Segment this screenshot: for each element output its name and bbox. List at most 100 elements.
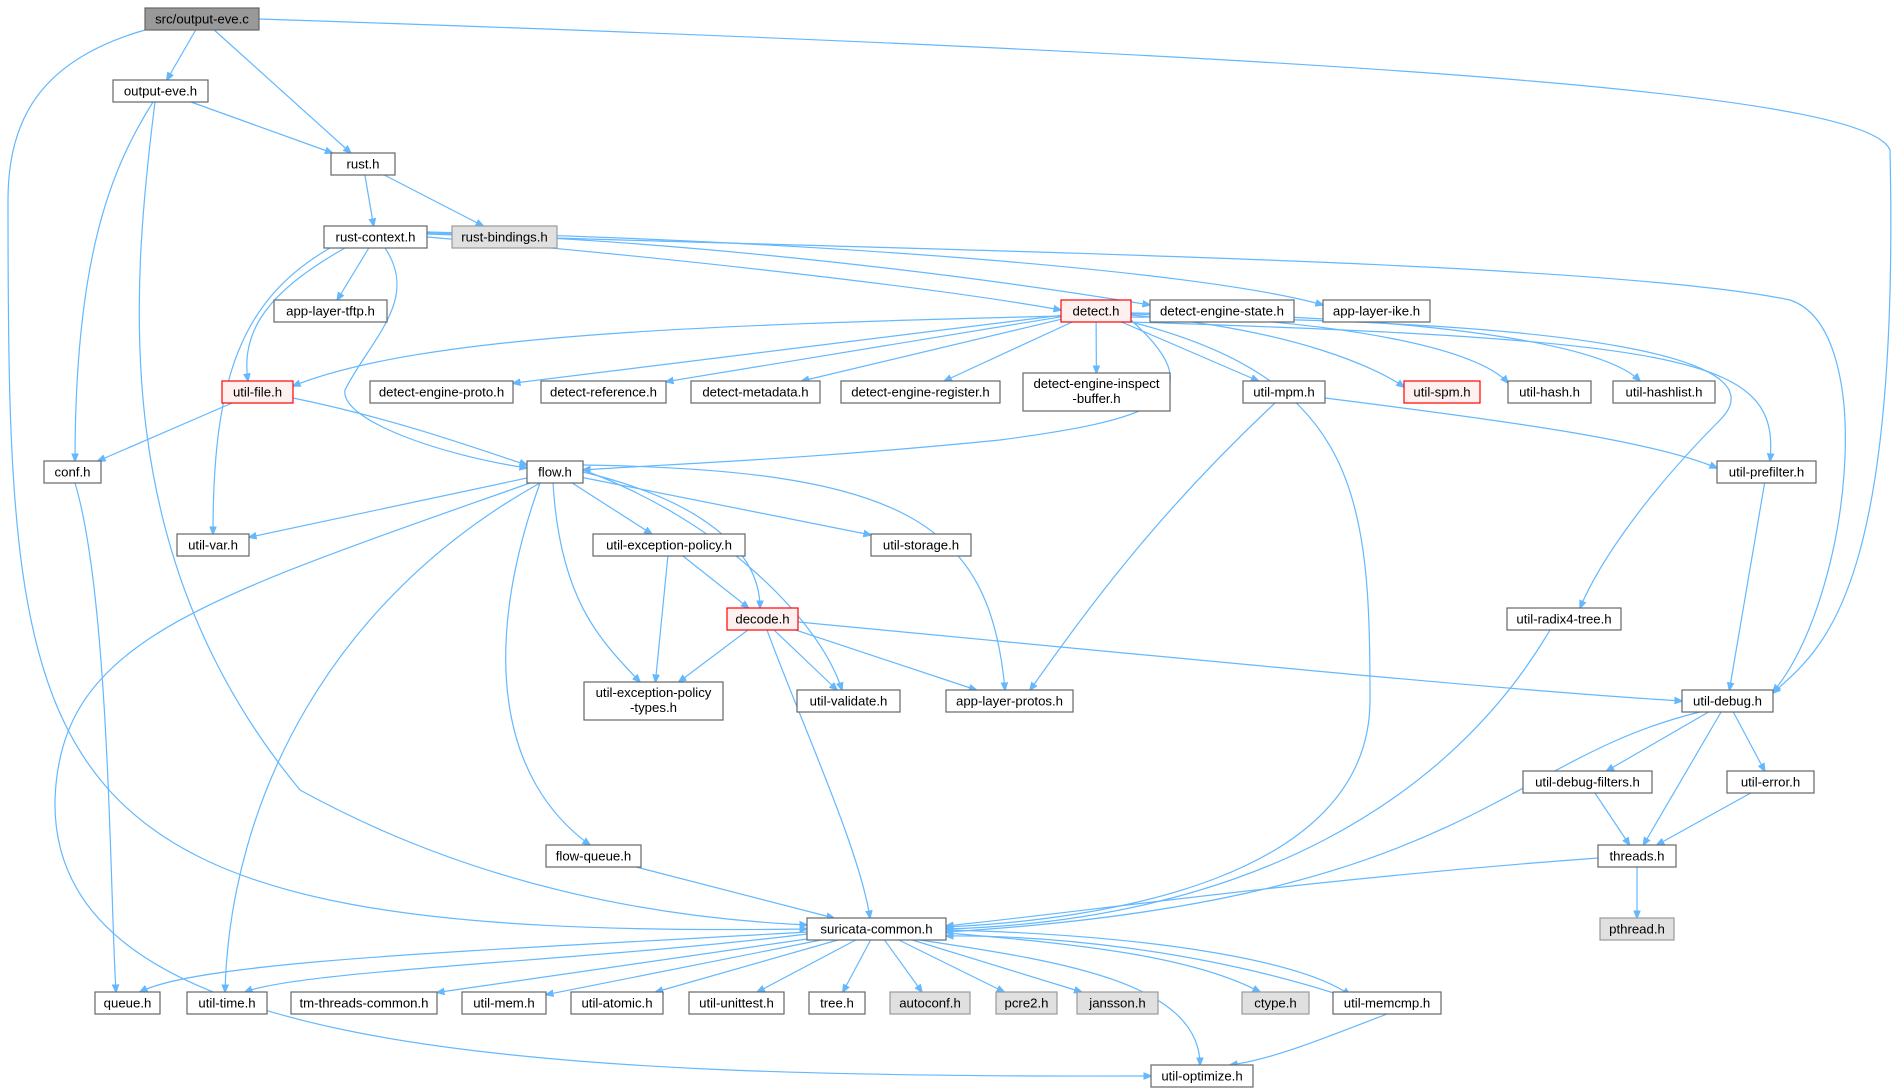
node-box xyxy=(273,299,388,323)
node-label: threads.h xyxy=(1610,849,1665,864)
edge-util_exc-to-util_exc_types xyxy=(655,555,669,682)
node-box xyxy=(1599,917,1675,941)
node-box xyxy=(688,991,785,1015)
edge-detect-to-det_reg xyxy=(944,321,1073,381)
edge-flow-to-util_exc_types xyxy=(552,482,640,682)
node-util-mem[interactable]: util-mem.h xyxy=(461,991,547,1015)
edge-flow-to-util_validate xyxy=(582,469,842,690)
node-label: pthread.h xyxy=(1609,922,1665,937)
node-util-exc-types[interactable]: util-exception-policy-types.h xyxy=(583,681,724,721)
edge-root-to-util_debug xyxy=(258,18,1892,693)
edge-rust_context-to-util_file xyxy=(247,247,346,381)
node-util-hash[interactable]: util-hash.h xyxy=(1507,380,1592,404)
node-detect[interactable]: detect.h xyxy=(1060,299,1132,323)
node-box xyxy=(1150,1064,1254,1088)
edge-suricata_common-to-util_optimize xyxy=(919,939,1200,1065)
node-box xyxy=(545,844,642,868)
node-root[interactable]: src/output-eve.c xyxy=(144,7,260,31)
node-conf[interactable]: conf.h xyxy=(43,460,102,484)
node-app-ike[interactable]: app-layer-ike.h xyxy=(1322,299,1431,323)
node-output-eve[interactable]: output-eve.h xyxy=(112,79,209,103)
node-rust-bindings[interactable]: rust-bindings.h xyxy=(451,225,558,249)
node-rust[interactable]: rust.h xyxy=(330,152,396,176)
node-label: detect-reference.h xyxy=(550,385,657,400)
node-box xyxy=(144,7,260,31)
node-util-file[interactable]: util-file.h xyxy=(221,380,294,404)
node-box xyxy=(726,607,799,631)
nodes-layer: src/output-eve.c output-eve.h rust.h rust-b… xyxy=(43,7,1817,1088)
node-box xyxy=(1716,460,1817,484)
edge-suricata_common-to-util_atomic xyxy=(656,939,839,992)
node-util-error[interactable]: util-error.h xyxy=(1726,770,1815,794)
node-label: util-debug-filters.h xyxy=(1535,775,1640,790)
node-box xyxy=(186,991,268,1015)
node-label: autoconf.h xyxy=(899,996,961,1011)
node-box xyxy=(1322,299,1431,323)
node-app-tftp[interactable]: app-layer-tftp.h xyxy=(273,299,388,323)
node-tm-threads[interactable]: tm-threads-common.h xyxy=(290,991,438,1015)
node-det-proto[interactable]: detect-engine-proto.h xyxy=(369,380,514,404)
node-tree[interactable]: tree.h xyxy=(808,991,866,1015)
node-box xyxy=(540,380,667,404)
edge-decode-to-util_exc_types xyxy=(679,629,749,682)
node-util-debug-filters[interactable]: util-debug-filters.h xyxy=(1522,770,1653,794)
edge-util_debug-to-threads xyxy=(1643,711,1722,845)
node-util-memcmp[interactable]: util-memcmp.h xyxy=(1332,991,1442,1015)
node-flow-queue[interactable]: flow-queue.h xyxy=(545,844,642,868)
node-label: detect.h xyxy=(1073,304,1120,319)
node-util-var[interactable]: util-var.h xyxy=(176,533,250,557)
node-autoconf[interactable]: autoconf.h xyxy=(889,991,971,1015)
node-box xyxy=(1726,770,1815,794)
node-app-protos[interactable]: app-layer-protos.h xyxy=(945,689,1074,713)
node-label: util-prefilter.h xyxy=(1729,465,1805,480)
node-det-ref[interactable]: detect-reference.h xyxy=(540,380,667,404)
node-util-spm[interactable]: util-spm.h xyxy=(1403,380,1481,404)
edge-rust_context-to-app_tftp xyxy=(337,247,370,300)
node-det-meta[interactable]: detect-metadata.h xyxy=(690,380,821,404)
node-label: src/output-eve.c xyxy=(155,12,249,27)
node-util-radix[interactable]: util-radix4-tree.h xyxy=(1506,607,1622,631)
edge-flow-to-util_optimize xyxy=(54,482,1151,1076)
node-det-state[interactable]: detect-engine-state.h xyxy=(1149,299,1295,323)
node-ctype[interactable]: ctype.h xyxy=(1241,991,1310,1015)
node-box xyxy=(945,689,1074,713)
node-util-mpm[interactable]: util-mpm.h xyxy=(1242,380,1326,404)
node-jansson[interactable]: jansson.h xyxy=(1076,991,1159,1015)
node-box xyxy=(290,991,438,1015)
node-util-atomic[interactable]: util-atomic.h xyxy=(570,991,664,1015)
edge-util_debug-to-util_error xyxy=(1732,711,1764,771)
node-util-optimize[interactable]: util-optimize.h xyxy=(1150,1064,1254,1088)
node-label: decode.h xyxy=(735,612,789,627)
node-util-hashlist[interactable]: util-hashlist.h xyxy=(1612,380,1716,404)
node-util-debug[interactable]: util-debug.h xyxy=(1681,689,1774,713)
node-box xyxy=(889,991,971,1015)
node-label: rust-bindings.h xyxy=(461,230,548,245)
node-box xyxy=(1522,770,1653,794)
node-box xyxy=(1241,991,1310,1015)
edge-util_mpm-to-util_prefilter xyxy=(1324,397,1717,468)
node-util-prefilter[interactable]: util-prefilter.h xyxy=(1716,460,1817,484)
node-det-insp[interactable]: detect-engine-inspect-buffer.h xyxy=(1022,372,1171,412)
node-suricata-common[interactable]: suricata-common.h xyxy=(806,917,947,941)
node-label: detect-engine-register.h xyxy=(851,385,990,400)
node-util-time[interactable]: util-time.h xyxy=(186,991,268,1015)
node-util-unittest[interactable]: util-unittest.h xyxy=(688,991,785,1015)
node-decode[interactable]: decode.h xyxy=(726,607,799,631)
node-label: conf.h xyxy=(55,465,91,480)
node-box xyxy=(1507,380,1592,404)
node-det-reg[interactable]: detect-engine-register.h xyxy=(840,380,1001,404)
node-threads[interactable]: threads.h xyxy=(1597,844,1677,868)
node-pcre2[interactable]: pcre2.h xyxy=(995,991,1058,1015)
edge-util_prefilter-to-util_debug xyxy=(1729,482,1766,690)
node-util-exc[interactable]: util-exception-policy.h xyxy=(592,533,746,557)
node-label: util-exception-policy-types.h xyxy=(596,685,712,715)
node-util-validate[interactable]: util-validate.h xyxy=(796,689,901,713)
node-queue[interactable]: queue.h xyxy=(94,991,161,1015)
edge-suricata_common-to-queue xyxy=(140,931,808,992)
node-box xyxy=(451,225,558,249)
edge-util_file-to-flow xyxy=(292,397,527,465)
node-rust-context[interactable]: rust-context.h xyxy=(323,225,428,249)
node-flow[interactable]: flow.h xyxy=(526,460,584,484)
node-pthread[interactable]: pthread.h xyxy=(1599,917,1675,941)
node-util-storage[interactable]: util-storage.h xyxy=(870,533,972,557)
